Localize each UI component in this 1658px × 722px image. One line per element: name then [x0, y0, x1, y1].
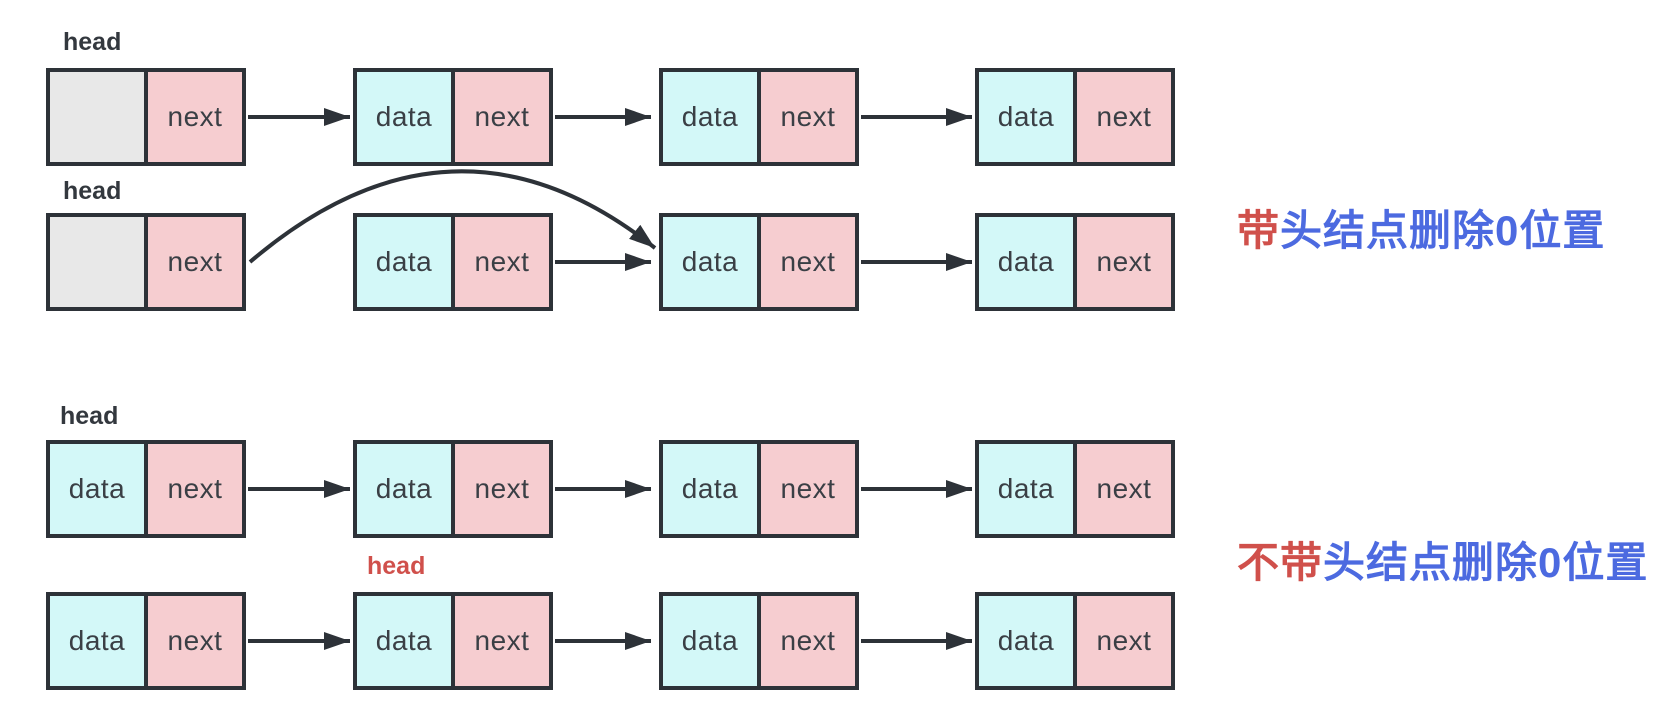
cell-data: data — [659, 213, 759, 311]
title1-blue-segment: 头结点删除0位置 — [1280, 207, 1606, 254]
node-r4-2-new-head: data next — [353, 592, 553, 690]
node-r3-4: data next — [975, 440, 1175, 538]
cell-next: next — [453, 592, 553, 690]
node-r1-4: data next — [975, 68, 1175, 166]
cell-data: data — [353, 440, 453, 538]
cell-data: data — [659, 440, 759, 538]
node-r2-4: data next — [975, 213, 1175, 311]
cell-data: data — [659, 68, 759, 166]
cell-data: data — [975, 592, 1075, 690]
cell-data: data — [353, 68, 453, 166]
node-r3-2: data next — [353, 440, 553, 538]
cell-next: next — [1075, 213, 1175, 311]
cell-data: data — [46, 592, 146, 690]
title-with-head-node: 带头结点删除0位置 — [1237, 197, 1605, 258]
cell-next: next — [146, 440, 246, 538]
node-r1-3: data next — [659, 68, 859, 166]
cell-next: next — [1075, 592, 1175, 690]
head-label-row4-red: head — [367, 552, 426, 580]
cell-next: next — [1075, 440, 1175, 538]
node-r4-4: data next — [975, 592, 1175, 690]
head-label-row1: head — [63, 28, 122, 56]
cell-next: next — [759, 440, 859, 538]
cell-next: next — [146, 213, 246, 311]
cell-next: next — [759, 213, 859, 311]
title2-red-segment: 不带 — [1237, 539, 1324, 586]
title2-blue-segment: 头结点删除0位置 — [1323, 539, 1649, 586]
node-r3-3: data next — [659, 440, 859, 538]
cell-data: data — [353, 213, 453, 311]
cell-next: next — [453, 440, 553, 538]
cell-next: next — [453, 213, 553, 311]
node-r4-1-deleted: data next — [46, 592, 246, 690]
head-label-row3: head — [60, 402, 119, 430]
cell-next: next — [759, 592, 859, 690]
title-without-head-node: 不带头结点删除0位置 — [1237, 529, 1648, 590]
cell-next: next — [146, 68, 246, 166]
node-r1-1-head: next — [46, 68, 246, 166]
cell-next: next — [1075, 68, 1175, 166]
cell-data: data — [975, 68, 1075, 166]
cell-data-empty — [46, 213, 146, 311]
cell-data: data — [46, 440, 146, 538]
node-r4-3: data next — [659, 592, 859, 690]
cell-next: next — [453, 68, 553, 166]
node-r2-2-deleted: data next — [353, 213, 553, 311]
cell-next: next — [146, 592, 246, 690]
node-r1-2: data next — [353, 68, 553, 166]
cell-next: next — [759, 68, 859, 166]
cell-data: data — [975, 440, 1075, 538]
cell-data-empty — [46, 68, 146, 166]
cell-data: data — [353, 592, 453, 690]
node-r3-1: data next — [46, 440, 246, 538]
head-label-row2: head — [63, 177, 122, 205]
node-r2-1-head: next — [46, 213, 246, 311]
node-r2-3: data next — [659, 213, 859, 311]
cell-data: data — [975, 213, 1075, 311]
cell-data: data — [659, 592, 759, 690]
title1-red-segment: 带 — [1237, 207, 1281, 254]
